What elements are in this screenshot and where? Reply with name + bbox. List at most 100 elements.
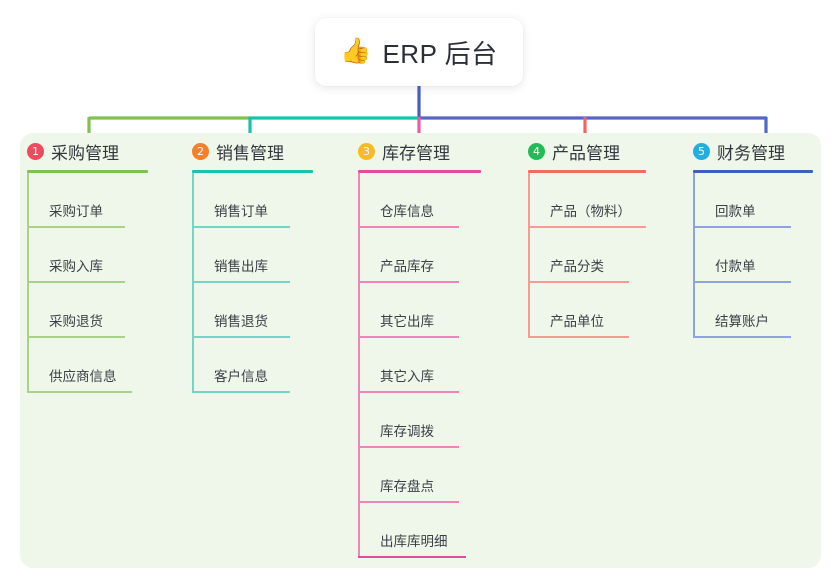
branch-column-finance: 5 财务管理 回款单 付款单 结算账户 <box>688 133 821 568</box>
leaf-rule <box>358 336 459 338</box>
branch-column-product: 4 产品管理 产品（物料） 产品分类 产品单位 <box>518 133 688 568</box>
leaf-label: 库存盘点 <box>380 479 434 494</box>
leaf-label: 结算账户 <box>715 314 769 329</box>
leaf-label: 付款单 <box>715 259 756 274</box>
leaf-item[interactable]: 产品单位 <box>528 283 688 338</box>
leaf-label: 采购订单 <box>49 204 103 219</box>
leaf-label: 产品库存 <box>380 259 434 274</box>
leaf-rule <box>358 391 459 393</box>
leaf-rule <box>358 226 459 228</box>
branch-leaves: 产品（物料） 产品分类 产品单位 <box>528 173 688 338</box>
leaf-rule <box>528 281 629 283</box>
leaf-item[interactable]: 回款单 <box>693 173 821 228</box>
branch-title-5: 财务管理 <box>717 144 785 163</box>
leaf-item[interactable]: 库存调拨 <box>358 393 518 448</box>
leaf-item[interactable]: 采购入库 <box>27 228 185 283</box>
branch-title-3: 库存管理 <box>382 144 450 163</box>
leaf-item[interactable]: 销售出库 <box>192 228 348 283</box>
leaf-item[interactable]: 付款单 <box>693 228 821 283</box>
leaf-item[interactable]: 产品分类 <box>528 228 688 283</box>
leaf-label: 仓库信息 <box>380 204 434 219</box>
branch-column-inventory: 3 库存管理 仓库信息 产品库存 其它出库 <box>348 133 518 568</box>
branch-title-1: 采购管理 <box>51 144 119 163</box>
branch-badge-3: 3 <box>358 143 375 160</box>
root-node[interactable]: 👍 ERP 后台 <box>315 18 523 86</box>
branch-badge-4: 4 <box>528 143 545 160</box>
leaf-item[interactable]: 结算账户 <box>693 283 821 338</box>
leaf-label: 产品单位 <box>550 314 604 329</box>
leaf-rule <box>528 336 629 338</box>
branch-leaves: 采购订单 采购入库 采购退货 供应商信息 <box>27 173 185 393</box>
leaf-label: 采购入库 <box>49 259 103 274</box>
leaf-item[interactable]: 客户信息 <box>192 338 348 393</box>
leaf-label: 回款单 <box>715 204 756 219</box>
leaf-rule <box>358 281 459 283</box>
leaf-rule <box>358 446 459 448</box>
leaf-item[interactable]: 仓库信息 <box>358 173 518 228</box>
branch-header[interactable]: 3 库存管理 <box>358 133 518 170</box>
leaf-label: 库存调拨 <box>380 424 434 439</box>
leaf-rule <box>27 281 125 283</box>
leaf-rule <box>192 336 290 338</box>
leaf-rule <box>693 226 791 228</box>
leaf-rule <box>693 281 791 283</box>
branch-leaves: 仓库信息 产品库存 其它出库 其它入库 <box>358 173 518 558</box>
leaf-item[interactable]: 采购退货 <box>27 283 185 338</box>
leaf-label: 其它出库 <box>380 314 434 329</box>
leaf-label: 销售退货 <box>214 314 268 329</box>
leaf-label: 产品分类 <box>550 259 604 274</box>
leaf-rule <box>358 556 466 558</box>
branch-spine <box>192 173 194 393</box>
leaf-item[interactable]: 库存盘点 <box>358 448 518 503</box>
branch-header[interactable]: 4 产品管理 <box>528 133 688 170</box>
branch-leaves: 销售订单 销售出库 销售退货 客户信息 <box>192 173 348 393</box>
branch-badge-2: 2 <box>192 143 209 160</box>
branch-header-rule <box>27 170 148 173</box>
leaf-label: 出库库明细 <box>380 534 448 549</box>
leaf-rule <box>192 226 290 228</box>
branch-spine <box>693 173 695 338</box>
leaf-rule <box>192 281 290 283</box>
leaf-item[interactable]: 其它入库 <box>358 338 518 393</box>
branch-spine <box>358 173 360 558</box>
leaf-item[interactable]: 产品库存 <box>358 228 518 283</box>
leaf-rule <box>27 391 132 393</box>
content-panel <box>20 133 821 568</box>
branch-badge-1: 1 <box>27 143 44 160</box>
branch-columns: 1 采购管理 采购订单 采购入库 采购退货 <box>20 133 821 568</box>
leaf-rule <box>192 391 290 393</box>
branch-header-rule <box>192 170 313 173</box>
leaf-label: 客户信息 <box>214 369 268 384</box>
thumbs-up-icon: 👍 <box>340 36 372 65</box>
leaf-rule <box>27 226 125 228</box>
leaf-rule <box>358 501 459 503</box>
leaf-item[interactable]: 供应商信息 <box>27 338 185 393</box>
leaf-item[interactable]: 销售订单 <box>192 173 348 228</box>
leaf-rule <box>528 226 646 228</box>
branch-header-rule <box>693 170 813 173</box>
branch-column-purchasing: 1 采购管理 采购订单 采购入库 采购退货 <box>20 133 185 568</box>
branch-header[interactable]: 5 财务管理 <box>693 133 821 170</box>
leaf-item[interactable]: 产品（物料） <box>528 173 688 228</box>
leaf-label: 销售订单 <box>214 204 268 219</box>
branch-header[interactable]: 1 采购管理 <box>27 133 185 170</box>
branch-spine <box>27 173 29 393</box>
branch-badge-5: 5 <box>693 143 710 160</box>
branch-column-sales: 2 销售管理 销售订单 销售出库 销售退货 <box>185 133 348 568</box>
branch-header-rule <box>358 170 481 173</box>
branch-leaves: 回款单 付款单 结算账户 <box>693 173 821 338</box>
branch-spine <box>528 173 530 338</box>
leaf-label: 采购退货 <box>49 314 103 329</box>
branch-title-4: 产品管理 <box>552 144 620 163</box>
branch-title-2: 销售管理 <box>216 144 284 163</box>
branch-header[interactable]: 2 销售管理 <box>192 133 348 170</box>
leaf-item[interactable]: 出库库明细 <box>358 503 518 558</box>
leaf-rule <box>693 336 791 338</box>
leaf-label: 供应商信息 <box>49 369 117 384</box>
leaf-item[interactable]: 销售退货 <box>192 283 348 338</box>
leaf-item[interactable]: 采购订单 <box>27 173 185 228</box>
leaf-label: 销售出库 <box>214 259 268 274</box>
leaf-item[interactable]: 其它出库 <box>358 283 518 338</box>
leaf-label: 产品（物料） <box>550 204 631 219</box>
